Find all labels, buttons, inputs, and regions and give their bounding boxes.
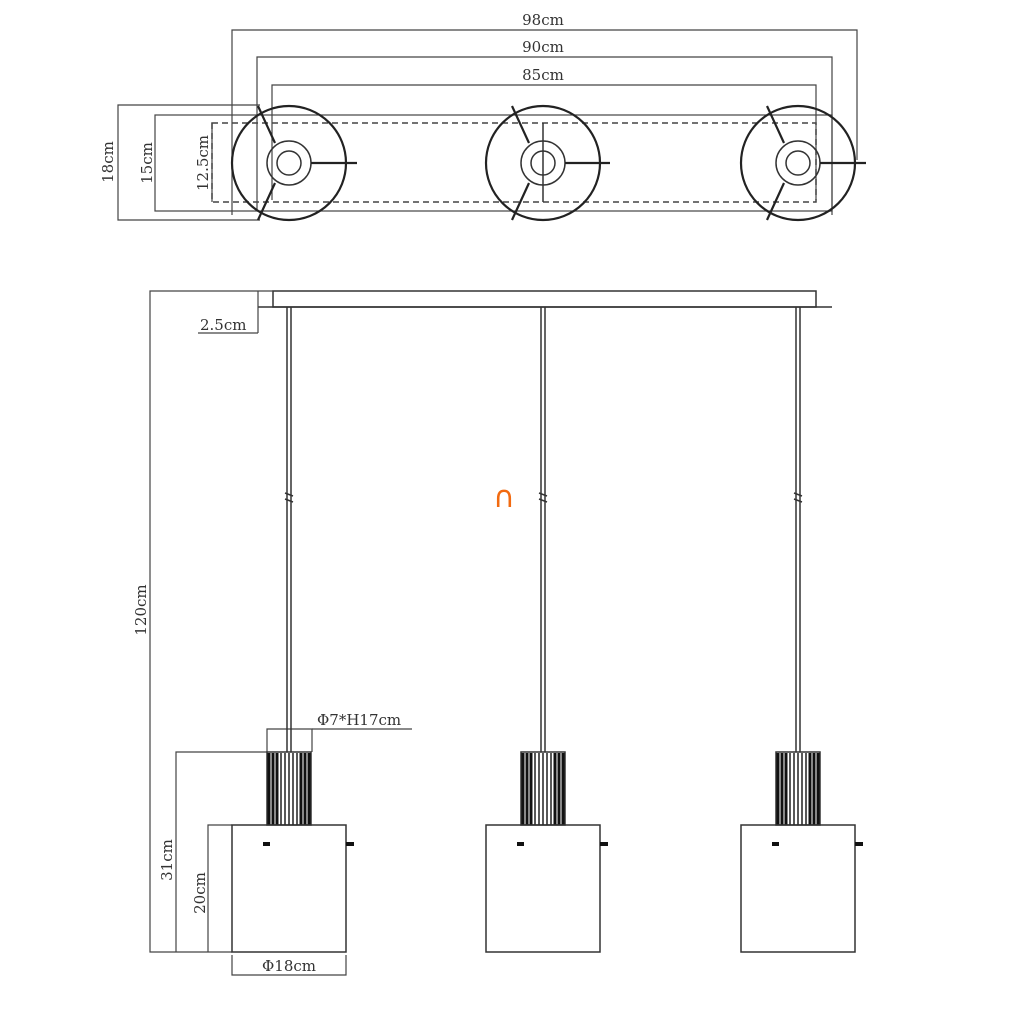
lamp-holder: [266, 751, 312, 826]
svg-text:Φ7*H17cm: Φ7*H17cm: [317, 711, 401, 729]
svg-text:31cm: 31cm: [158, 839, 176, 881]
dimension-31cm: 31cm: [158, 751, 267, 952]
top-view: 98cm 90cm 85cm 18cm 15cm 12.5cm: [99, 11, 866, 222]
side-view: 2.5cm 120cm 31cm 20cm Φ7*H17cm Φ18cm: [132, 290, 863, 976]
dimension-12-5cm: 12.5cm: [194, 122, 817, 203]
svg-text:Φ18cm: Φ18cm: [262, 957, 316, 975]
svg-text:18cm: 18cm: [99, 141, 117, 183]
pendant-1: [231, 307, 354, 953]
svg-text:98cm: 98cm: [522, 11, 564, 29]
lamp-shade: [740, 824, 863, 953]
cord-joint: [538, 492, 548, 503]
svg-text:2.5cm: 2.5cm: [200, 316, 246, 334]
lamp-shade: [231, 824, 354, 953]
pendant-2: [485, 307, 608, 953]
dimension-90cm: 90cm: [256, 38, 833, 215]
dimension-20cm: 20cm: [191, 824, 232, 952]
lamp-holder: [520, 751, 566, 826]
dimension-2-5cm: 2.5cm: [198, 307, 259, 334]
dimension-85cm: 85cm: [271, 66, 817, 200]
dimension-18cm: 18cm: [99, 104, 260, 221]
cursor-marker-icon: ∩: [493, 480, 515, 515]
lamp-top-1: [230, 104, 357, 222]
lamp-top-2: [484, 104, 610, 222]
canopy: [257, 290, 832, 308]
svg-text:120cm: 120cm: [132, 584, 150, 635]
cord-joint: [793, 492, 803, 503]
svg-text:20cm: 20cm: [191, 872, 209, 914]
lamp-holder: [775, 751, 821, 826]
dimension-120cm: 120cm: [132, 290, 273, 953]
svg-text:90cm: 90cm: [522, 38, 564, 56]
svg-text:12.5cm: 12.5cm: [194, 135, 212, 191]
lamp-shade: [485, 824, 608, 953]
dimension-holder: Φ7*H17cm: [266, 711, 412, 752]
svg-text:85cm: 85cm: [522, 66, 564, 84]
svg-text:15cm: 15cm: [138, 142, 156, 184]
lamp-top-3: [739, 104, 866, 222]
cord-joint: [284, 492, 294, 503]
pendant-3: [740, 307, 863, 953]
dimension-shade-diameter: Φ18cm: [231, 955, 347, 976]
